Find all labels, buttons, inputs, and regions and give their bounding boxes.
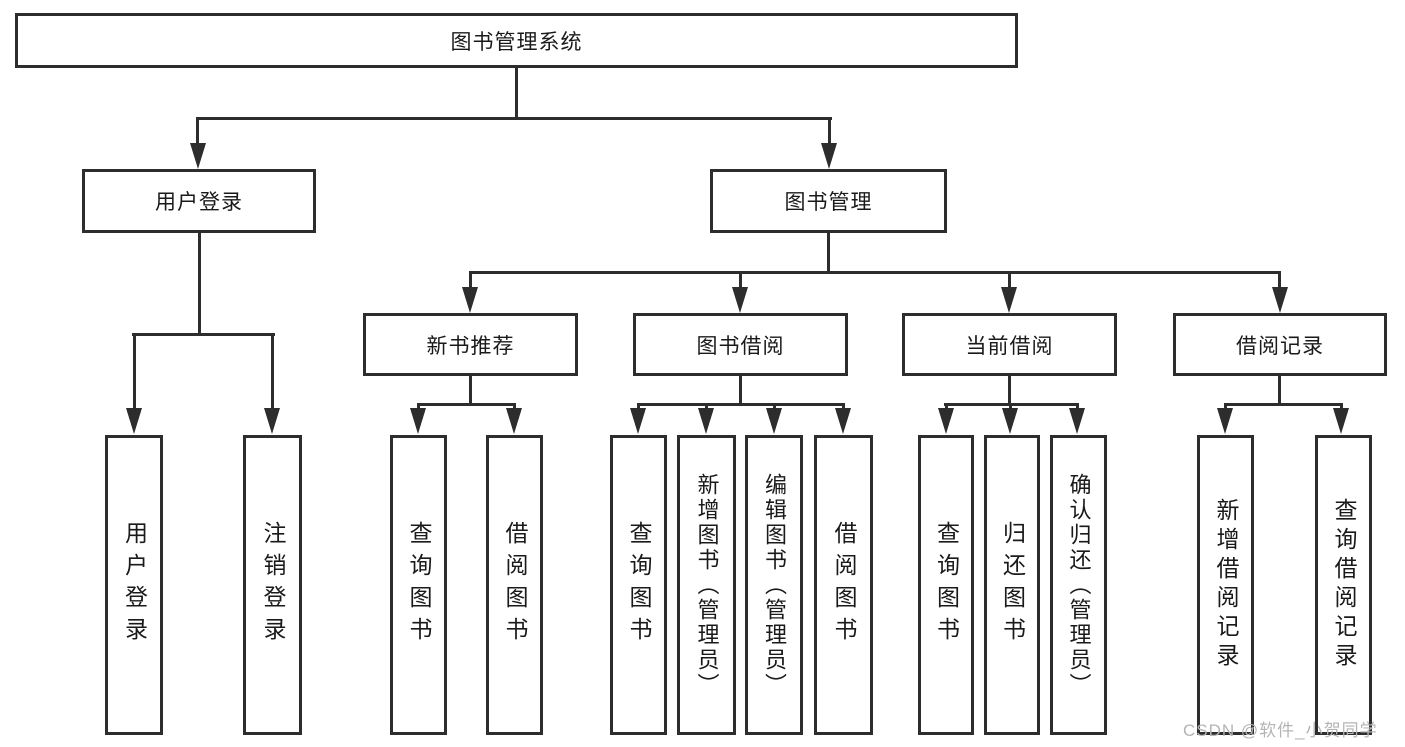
arrow-down-icon [1333, 408, 1349, 434]
node-book-management: 图书管理 [710, 169, 947, 233]
arrow-down-icon [264, 408, 280, 434]
arrow-down-icon [732, 287, 748, 313]
node-book-management-label: 图书管理 [784, 191, 873, 214]
connector-line [469, 376, 472, 405]
arrow-down-icon [835, 408, 851, 434]
connector-line [469, 271, 472, 293]
arrow-down-icon [938, 408, 954, 434]
arrow-down-icon [766, 408, 782, 434]
connector-line [469, 271, 1281, 274]
connector-line [739, 271, 742, 293]
arrow-down-icon [1272, 287, 1288, 313]
arrow-down-icon [1217, 408, 1233, 434]
leaf-logout-label: 注销登录 [260, 521, 286, 649]
connector-line [828, 117, 831, 147]
arrow-down-icon [1069, 408, 1085, 434]
leaf-confirm-return-admin: 确认归还（管理员） [1050, 435, 1107, 735]
connector-line [196, 117, 199, 147]
node-book-borrowing: 图书借阅 [633, 313, 848, 376]
arrow-down-icon [506, 408, 522, 434]
leaf-borrow-books-recommend: 借阅图书 [486, 435, 543, 735]
leaf-user-login-label: 用户登录 [121, 521, 148, 649]
node-current-borrowing-label: 当前借阅 [965, 334, 1054, 358]
node-user-login: 用户登录 [82, 169, 316, 233]
connector-line [1008, 376, 1011, 405]
leaf-edit-books-admin: 编辑图书（管理员） [745, 435, 803, 735]
leaf-borrow-books-recommend-label: 借阅图书 [502, 521, 528, 649]
leaf-return-books-label: 归还图书 [999, 521, 1026, 649]
connector-line [1224, 403, 1342, 406]
node-borrow-records-label: 借阅记录 [1236, 334, 1324, 358]
connector-line [515, 68, 518, 120]
connector-line [1008, 271, 1011, 293]
arrow-down-icon [1002, 408, 1018, 434]
leaf-query-books-recommend: 查询图书 [390, 435, 447, 735]
leaf-add-borrow-record-label: 新增借阅记录 [1213, 498, 1239, 672]
leaf-query-books-recommend-label: 查询图书 [406, 521, 432, 649]
connector-line [827, 233, 830, 273]
arrow-down-icon [630, 408, 646, 434]
connector-line [133, 333, 136, 411]
leaf-logout: 注销登录 [243, 435, 302, 735]
arrow-down-icon [821, 143, 837, 169]
node-user-login-label: 用户登录 [155, 191, 243, 214]
arrow-down-icon [1001, 287, 1017, 313]
arrow-down-icon [126, 408, 142, 434]
connector-line [1278, 271, 1281, 293]
connector-line [271, 333, 274, 411]
leaf-edit-books-admin-label: 编辑图书（管理员） [762, 472, 787, 698]
connector-line [417, 403, 516, 406]
connector-line [132, 333, 275, 336]
leaf-query-books-current: 查询图书 [918, 435, 974, 735]
arrow-down-icon [462, 287, 478, 313]
connector-line [637, 403, 845, 406]
leaf-borrow-books-label: 借阅图书 [831, 521, 857, 649]
leaf-query-books-borrow-label: 查询图书 [626, 521, 652, 649]
leaf-return-books: 归还图书 [984, 435, 1040, 735]
arrow-down-icon [190, 143, 206, 169]
node-book-borrowing-label: 图书借阅 [696, 334, 785, 358]
arrow-down-icon [410, 408, 426, 434]
node-library-system: 图书管理系统 [15, 13, 1018, 68]
leaf-borrow-books: 借阅图书 [814, 435, 873, 735]
arrow-down-icon [698, 408, 714, 434]
node-borrow-records: 借阅记录 [1173, 313, 1387, 376]
leaf-add-borrow-record: 新增借阅记录 [1197, 435, 1254, 735]
connector-line [198, 233, 201, 335]
leaf-query-borrow-record: 查询借阅记录 [1315, 435, 1372, 735]
node-new-book-recommend: 新书推荐 [363, 313, 578, 376]
connector-line [196, 117, 832, 120]
leaf-user-login: 用户登录 [105, 435, 163, 735]
leaf-query-books-borrow: 查询图书 [610, 435, 667, 735]
leaf-confirm-return-admin-label: 确认归还（管理员） [1066, 472, 1092, 698]
leaf-add-books-admin-label: 新增图书（管理员） [694, 472, 720, 698]
node-library-system-label: 图书管理系统 [450, 30, 583, 54]
node-new-book-recommend-label: 新书推荐 [426, 334, 515, 358]
leaf-add-books-admin: 新增图书（管理员） [677, 435, 736, 735]
connector-line [739, 376, 742, 405]
csdn-watermark: CSDN @软件_小贺同学 [1183, 721, 1378, 740]
connector-line [1278, 376, 1281, 405]
node-current-borrowing: 当前借阅 [902, 313, 1117, 376]
leaf-query-books-current-label: 查询图书 [933, 521, 960, 649]
leaf-query-borrow-record-label: 查询借阅记录 [1331, 498, 1357, 672]
